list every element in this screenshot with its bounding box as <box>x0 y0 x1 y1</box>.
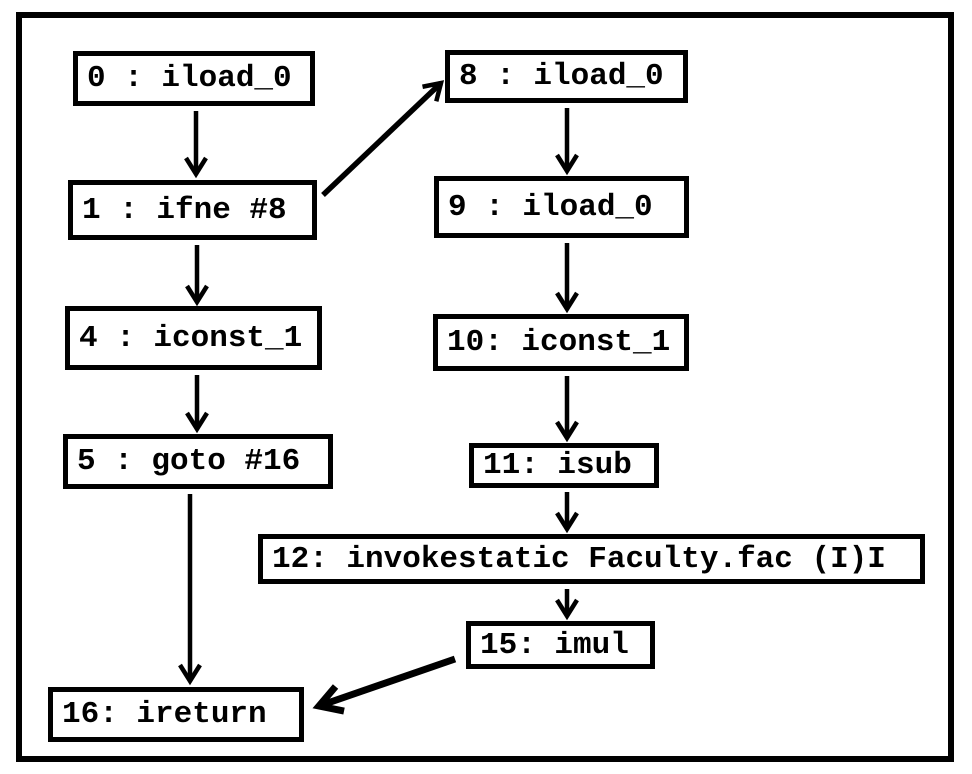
node-label: 11: isub <box>483 448 632 483</box>
node-10-iconst_1: 10: iconst_1 <box>433 314 689 371</box>
node-label: 0 : iload_0 <box>87 61 292 96</box>
node-label: 9 : iload_0 <box>448 189 653 225</box>
node-label: 8 : iload_0 <box>459 59 664 94</box>
node-label: 12: invokestatic Faculty.fac (I)I <box>272 541 886 577</box>
node-1-ifne: 1 : ifne #8 <box>68 180 317 240</box>
node-label: 10: iconst_1 <box>447 325 671 360</box>
node-label: 4 : iconst_1 <box>79 320 303 356</box>
edge-15-to-16 <box>312 655 457 715</box>
outer-border <box>16 12 954 762</box>
edge-1-to-8 <box>321 80 445 197</box>
node-9-iload_0: 9 : iload_0 <box>434 176 689 238</box>
node-label: 5 : goto #16 <box>77 444 301 479</box>
node-16-ireturn: 16: ireturn <box>48 687 304 742</box>
node-4-iconst_1: 4 : iconst_1 <box>65 306 322 370</box>
node-0-iload_0: 0 : iload_0 <box>73 51 315 106</box>
node-15-imul: 15: imul <box>466 621 655 669</box>
node-5-goto: 5 : goto #16 <box>63 434 333 489</box>
node-12-invokestatic: 12: invokestatic Faculty.fac (I)I <box>258 534 925 584</box>
node-11-isub: 11: isub <box>469 443 659 488</box>
node-label: 15: imul <box>480 627 629 663</box>
node-label: 16: ireturn <box>62 697 267 732</box>
node-8-iload_0: 8 : iload_0 <box>445 50 688 103</box>
node-label: 1 : ifne #8 <box>82 192 287 228</box>
